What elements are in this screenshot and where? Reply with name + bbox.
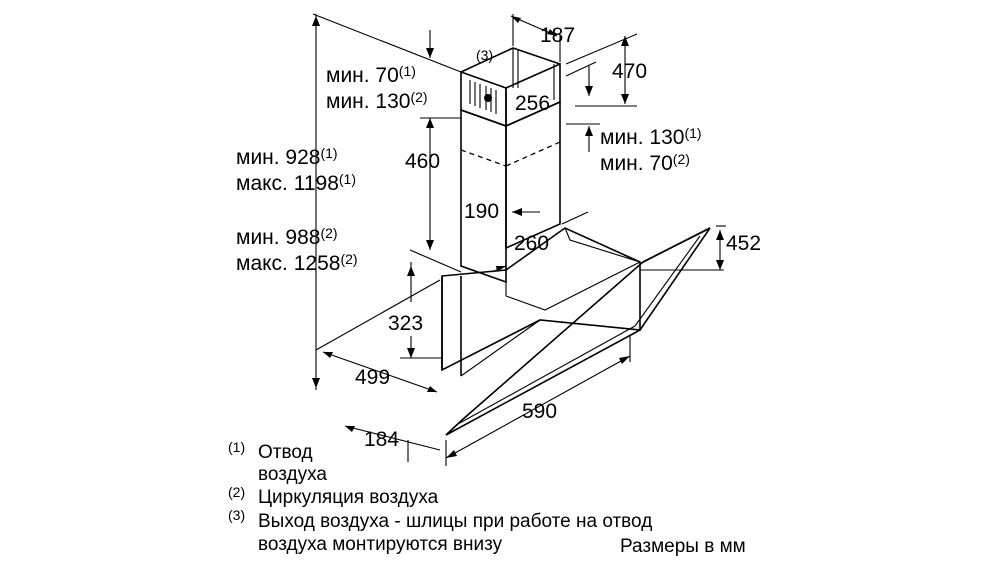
note-1-line1: Отвод — [258, 442, 313, 463]
units-note: Размеры в мм — [620, 536, 746, 557]
svg-text:мин. 928(1): мин. 928(1) — [236, 145, 338, 169]
height-extraction-min: мин. 928 — [236, 146, 320, 169]
note-3-marker: (3) — [228, 507, 245, 523]
clearance-top-line2: мин. 130 — [326, 90, 410, 113]
dimension-labels: 187 470 256 460 190 260 452 323 499 590 … — [355, 24, 761, 451]
footnotes: (1) Отвод воздуха (2) Циркуляция воздуха… — [228, 439, 746, 557]
dim-260: 260 — [514, 232, 549, 255]
clearance-right-line2: мин. 70 — [600, 152, 673, 175]
marker-3: (3) — [476, 47, 493, 63]
svg-text:мин. 130(2): мин. 130(2) — [326, 89, 428, 113]
dimension-lines — [312, 13, 726, 466]
dim-323: 323 — [388, 312, 423, 335]
note-2-line1: Циркуляция воздуха — [258, 487, 439, 508]
note-1-line2: воздуха — [258, 464, 327, 485]
dim-190: 190 — [464, 200, 499, 223]
dim-460: 460 — [405, 150, 440, 173]
lower-chimney-side — [505, 100, 561, 250]
clearance-top-line1: мин. 70 — [326, 64, 399, 87]
dim-499: 499 — [355, 366, 390, 389]
label-clearance-right: мин. 130(1) мин. 70(2) — [600, 125, 702, 175]
label-height-recirculation: мин. 988(2) макс. 1258(2) — [236, 225, 358, 275]
note-3-line1: Выход воздуха - шлицы при работе на отво… — [258, 511, 652, 532]
dim-256: 256 — [515, 92, 550, 115]
svg-text:мин. 988(2): мин. 988(2) — [236, 225, 338, 249]
note-3-line2: воздуха монтируются внизу — [258, 534, 503, 555]
svg-text:мин. 130(1): мин. 130(1) — [600, 125, 702, 149]
height-recirculation-min: мин. 988 — [236, 226, 320, 249]
glass-panel — [445, 227, 711, 436]
hood-outline — [441, 47, 711, 436]
dim-187: 187 — [540, 24, 575, 47]
dim-590: 590 — [522, 400, 557, 423]
lower-chimney-front — [460, 108, 507, 284]
svg-text:макс. 1198(1): макс. 1198(1) — [236, 171, 356, 195]
dim-470: 470 — [612, 60, 647, 83]
height-extraction-max: макс. 1198 — [236, 172, 339, 195]
svg-text:мин. 70(1): мин. 70(1) — [326, 63, 416, 87]
note-2-marker: (2) — [228, 484, 245, 500]
svg-text:макс. 1258(2): макс. 1258(2) — [236, 251, 358, 275]
label-clearance-top: мин. 70(1) мин. 130(2) — [326, 63, 428, 113]
clearance-right-line1: мин. 130 — [600, 126, 684, 149]
dim-184: 184 — [364, 428, 399, 451]
dim-452: 452 — [726, 232, 761, 255]
vent-slots — [469, 80, 497, 114]
label-height-extraction: мин. 928(1) макс. 1198(1) — [236, 145, 356, 195]
height-recirculation-max: макс. 1258 — [236, 252, 340, 275]
vent-marker-dot — [484, 94, 492, 102]
svg-text:мин. 70(2): мин. 70(2) — [600, 151, 690, 175]
canopy-body — [441, 227, 641, 372]
note-1-marker: (1) — [228, 439, 245, 455]
